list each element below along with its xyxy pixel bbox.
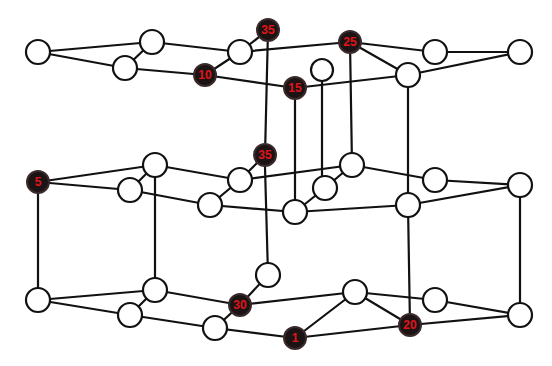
numbered-atom: 25 bbox=[338, 30, 362, 54]
callout-number: 25 bbox=[343, 36, 356, 48]
numbered-atom: 30 bbox=[228, 293, 252, 317]
bond-line bbox=[265, 42, 267, 143]
numbered-atom: 15 bbox=[283, 76, 307, 100]
callout-number: 35 bbox=[261, 24, 274, 36]
callout-number: 20 bbox=[403, 319, 416, 331]
numbered-atom: 10 bbox=[193, 63, 217, 87]
callout-number: 35 bbox=[258, 149, 271, 161]
numbered-atom: 1 bbox=[283, 326, 307, 350]
callout-number: 10 bbox=[198, 69, 211, 81]
numbered-atom: 35 bbox=[253, 143, 277, 167]
numbered-atom: 20 bbox=[398, 313, 422, 337]
callout-number: 30 bbox=[233, 299, 246, 311]
callout-number: 1 bbox=[292, 332, 299, 344]
callout-number: 15 bbox=[288, 82, 301, 94]
numbered-atom: 5 bbox=[26, 170, 50, 194]
numbered-atom: 35 bbox=[256, 18, 280, 42]
callout-number: 5 bbox=[35, 176, 42, 188]
